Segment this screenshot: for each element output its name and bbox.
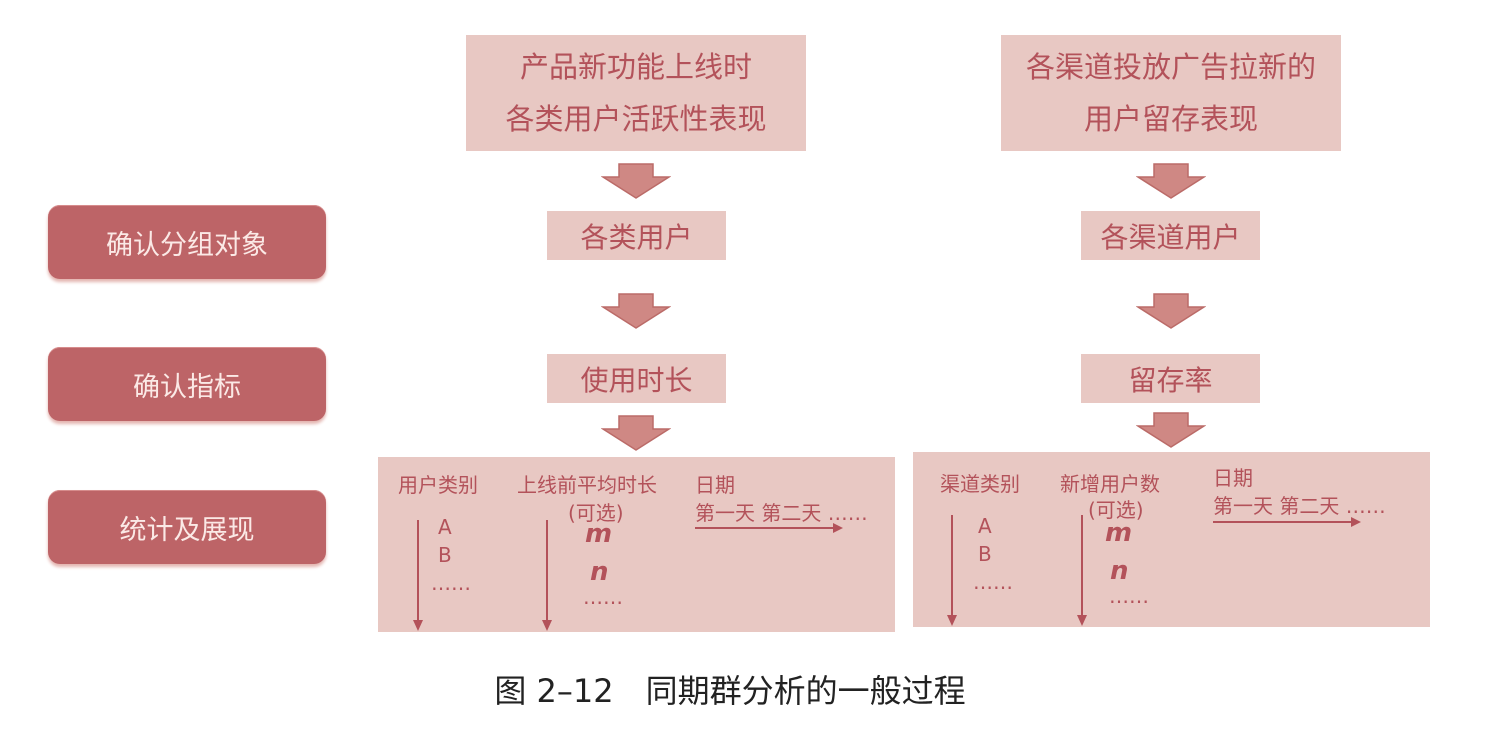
group-box: 各渠道用户 xyxy=(1081,211,1260,260)
row-label: B xyxy=(978,542,992,566)
col-note-optional: (可选) xyxy=(1088,498,1144,522)
value-label: n xyxy=(1110,556,1129,586)
group-box: 各类用户 xyxy=(547,211,726,260)
metric-box: 使用时长 xyxy=(547,354,726,403)
col-header-category: 渠道类别 xyxy=(940,472,1020,496)
group-label: 各渠道用户 xyxy=(1100,220,1241,254)
step-confirm-group: 确认分组对象 xyxy=(48,205,326,279)
scenario-line: 产品新功能上线时 xyxy=(519,50,752,84)
down-arrow-icon xyxy=(601,163,671,199)
cohort-table: 渠道类别 新增用户数 (可选) 日期 第一天 第二天 …… A B …… m n… xyxy=(913,452,1430,627)
right-arrow-icon xyxy=(695,523,843,533)
scenario-box-channel-retention: 各渠道投放广告拉新的 用户留存表现 xyxy=(1001,35,1341,151)
down-line-arrow-icon xyxy=(413,520,423,631)
scenario-line: 各渠道投放广告拉新的 xyxy=(1025,50,1316,84)
down-line-arrow-icon xyxy=(947,515,957,626)
col-header-value: 新增用户数 xyxy=(1060,472,1160,496)
value-label: n xyxy=(590,557,609,587)
step-confirm-metric: 确认指标 xyxy=(48,347,326,421)
down-arrow-icon xyxy=(1136,293,1206,329)
down-arrow-icon xyxy=(1136,412,1206,448)
value-label: …… xyxy=(1109,584,1149,608)
row-label: …… xyxy=(973,570,1013,594)
col-header-date: 日期 xyxy=(1213,466,1253,490)
value-label: m xyxy=(585,519,613,549)
row-label: …… xyxy=(431,571,471,595)
col-header-category: 用户类别 xyxy=(398,473,478,497)
group-label: 各类用户 xyxy=(580,220,693,254)
value-label: m xyxy=(1105,518,1133,548)
scenario-line: 各类用户活跃性表现 xyxy=(505,102,767,136)
down-line-arrow-icon xyxy=(542,520,552,631)
day-labels: 第一天 第二天 …… xyxy=(695,501,868,525)
figure-caption: 图 2–12 同期群分析的一般过程 xyxy=(494,672,966,710)
step-statistics-display: 统计及展现 xyxy=(48,490,326,564)
metric-label: 使用时长 xyxy=(580,363,693,397)
col-header-date: 日期 xyxy=(695,473,735,497)
scenario-line: 用户留存表现 xyxy=(1083,102,1258,136)
row-label: B xyxy=(438,543,452,567)
day-labels: 第一天 第二天 …… xyxy=(1213,494,1386,518)
scenario-box-feature-launch: 产品新功能上线时 各类用户活跃性表现 xyxy=(466,35,806,151)
row-label: A xyxy=(438,515,452,539)
down-arrow-icon xyxy=(1136,163,1206,199)
down-line-arrow-icon xyxy=(1077,515,1087,626)
row-label: A xyxy=(978,514,992,538)
metric-label: 留存率 xyxy=(1128,363,1213,397)
down-arrow-icon xyxy=(601,293,671,329)
value-label: …… xyxy=(583,585,623,609)
down-arrow-icon xyxy=(601,415,671,451)
col-note-optional: (可选) xyxy=(568,501,624,525)
cohort-table: 用户类别 上线前平均时长 (可选) 日期 第一天 第二天 …… A B …… m… xyxy=(378,457,895,632)
right-arrow-icon xyxy=(1213,517,1361,527)
col-header-value: 上线前平均时长 xyxy=(517,473,657,497)
metric-box: 留存率 xyxy=(1081,354,1260,403)
